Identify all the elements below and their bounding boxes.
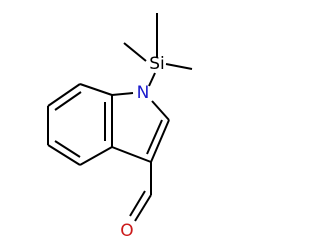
bond-c7a-n [111, 92, 134, 96]
bond-si-methyl-right [165, 63, 193, 70]
bond-n-c2 [151, 100, 170, 121]
bond-si-methyl-left [123, 42, 147, 62]
bond-c2-c3-inner [146, 119, 163, 155]
bond-c4-c3a [79, 146, 113, 166]
oxygen-atom-label: O [120, 221, 133, 241]
bond-c3-c3a [111, 146, 152, 163]
bond-c5-c4-inner [54, 140, 81, 158]
bond-c7-c6 [47, 83, 81, 107]
molecule-canvas: Si N O [47, 13, 193, 241]
silicon-atom-label: Si [149, 54, 165, 74]
bond-si-n [148, 72, 156, 87]
bond-c5-c4 [47, 144, 81, 166]
bond-c7a-c7 [79, 83, 113, 96]
bond-c7-c6-inner [54, 91, 82, 111]
structure-drawing: Si N O [47, 13, 193, 241]
bond-cho-o [134, 194, 152, 222]
nitrogen-atom-label: N [137, 83, 150, 103]
bond-cho-o-inner [129, 190, 146, 217]
bond-c2-c3 [150, 119, 170, 163]
